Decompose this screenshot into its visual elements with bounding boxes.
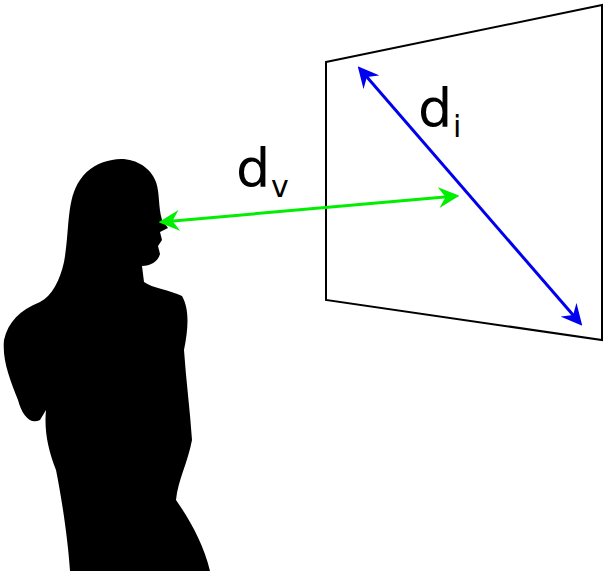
subscript: v [271, 172, 289, 202]
viewing-distance-arrow [162, 196, 456, 222]
screen [326, 5, 602, 340]
distance-symbol: d [418, 82, 452, 136]
distance-symbol: d [236, 142, 270, 196]
diagonal-arrow [360, 69, 580, 323]
subscript: i [453, 112, 461, 142]
